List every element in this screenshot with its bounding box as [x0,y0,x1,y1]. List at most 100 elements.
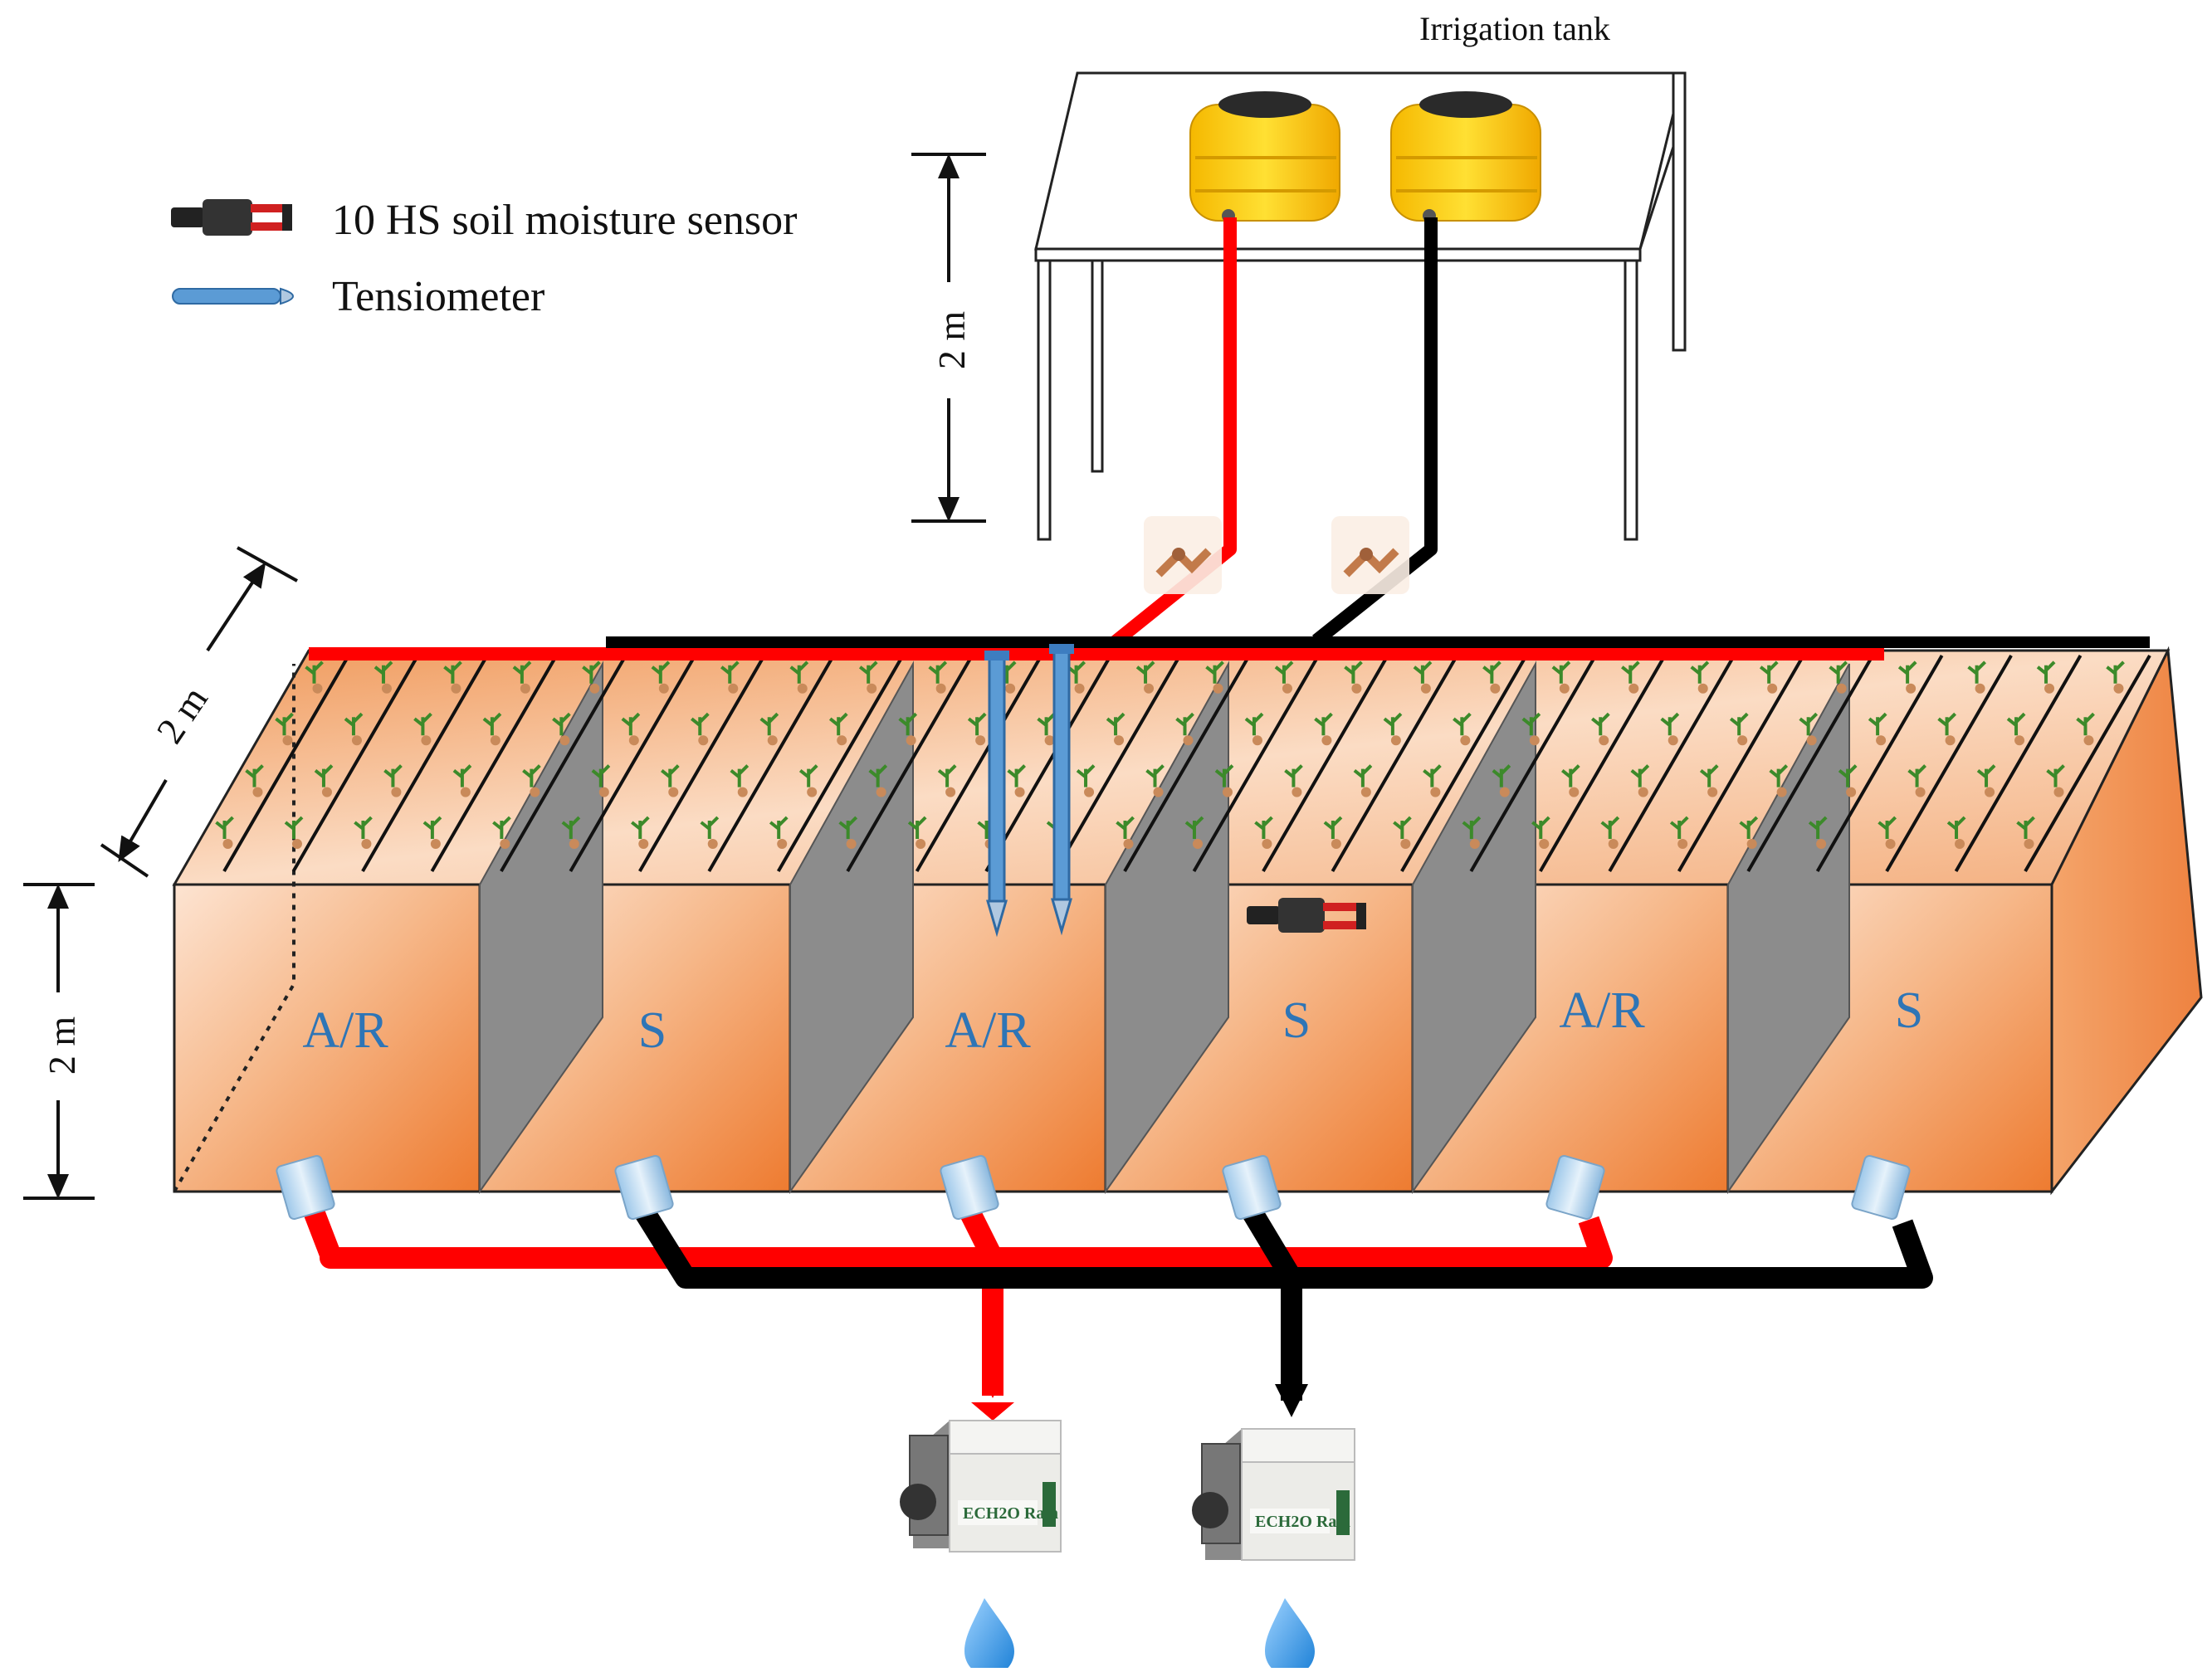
drip-line [500,655,627,872]
plant-icon [907,816,927,839]
soil-clump-icon [1192,839,1203,849]
plant-icon [374,661,393,684]
soil-clump-icon [569,839,579,849]
soil-clump-icon [1420,683,1431,694]
plant-icon [1878,816,1897,839]
drip-line [1400,655,1528,872]
soil-clump-icon [1499,787,1510,797]
soil-clump-icon [252,787,263,797]
plant-icon [720,661,740,684]
soil-clump-icon [1638,787,1648,797]
soil-clump-icon [867,683,877,694]
plant-icon [661,764,680,787]
drip-line [1123,655,1251,872]
plant-icon [1699,764,1719,787]
plant-icon [215,816,234,839]
plant-icon [512,661,532,684]
soil-clump-icon [1114,735,1125,746]
table-height-label: 2 m [930,311,973,370]
zone-labels: A/R S A/R S A/R S [302,982,1923,1059]
zone-label-5: A/R [1559,982,1645,1039]
irrigation-tank-title: Irrigation tank [1419,10,1610,47]
soil-clump-icon [1915,787,1926,797]
plant-icon [1423,764,1442,787]
drip-lines [222,655,2151,872]
soil-moisture-sensor-icon [1247,898,1366,933]
tensiometer-1 [984,651,1009,938]
plant-icon [591,764,611,787]
soil-clump-icon [906,735,916,746]
plant-icon [1076,764,1096,787]
valve-right [1331,516,1409,594]
plant-icon [1551,661,1571,684]
plant-icon [452,764,472,787]
zone-label-6: S [1895,982,1923,1039]
plant-icon [314,764,334,787]
soil-clump-icon [312,683,323,694]
soil-clump-icon [321,787,332,797]
soil-clump-icon [1331,839,1341,849]
soil-clump-icon [391,787,402,797]
soil-clump-icon [1252,735,1262,746]
soil-clump-icon [1469,839,1480,849]
drip-line [1885,655,2013,872]
plant-icon [492,816,511,839]
water-drop-left-icon [964,1598,1014,1672]
soil-clump-icon [1975,683,1985,694]
plant-icon [1868,712,1887,736]
tensiometer-2 [1049,644,1074,936]
plant-icon [552,712,571,736]
soil-clump-icon [1945,735,1956,746]
drip-line [1746,655,1874,872]
plant-icon [1630,764,1650,787]
plant-icon [413,712,432,736]
soil-clump-icon [876,787,886,797]
box-height-label: 2 m [41,1016,83,1075]
plant-icon [691,712,710,736]
plant-icon [868,764,888,787]
plant-icon [2076,712,2095,736]
plant-icon [1462,816,1482,839]
soil-clump-icon [975,735,986,746]
soil-clump-icon [1628,683,1639,694]
soil-clump-icon [2014,735,2025,746]
soil-clump-icon [559,735,570,746]
plant-icon [1600,816,1620,839]
drip-line [569,655,697,872]
soil-clump-icon [638,839,649,849]
soil-clump-icon [797,683,808,694]
box-width-label: 2 m [148,679,216,751]
plant-icon [2106,661,2125,684]
soil-clump-icon [2113,683,2124,694]
plant-icon [275,712,294,736]
collection-cups [276,1154,1911,1221]
soil-clump-icon [777,839,788,849]
plant-icon [1175,712,1194,736]
plant-icon [937,764,957,787]
plant-icon [1669,816,1689,839]
tensiometer-legend-icon [172,287,294,305]
soil-clump-icon [451,683,461,694]
drip-line [1331,655,1459,872]
soil-clump-icon [628,735,639,746]
plant-icon [858,661,878,684]
soil-clump-icon [1282,683,1292,694]
soil-clump-icon [1144,683,1155,694]
drip-line [1954,655,2083,872]
plant-icon [1214,764,1234,787]
plant-icon [730,764,750,787]
plant-icon [700,816,720,839]
zone-label-2: S [638,1002,667,1059]
drip-line [430,655,559,872]
plant-icon [1492,764,1511,787]
plant-icon [1274,661,1294,684]
drip-line [2024,655,2151,872]
soil-clump-icon [935,683,946,694]
soil-clump-icon [1876,735,1887,746]
drip-line [638,655,766,872]
plant-icon [1314,712,1333,736]
plant-icon [1413,661,1433,684]
soil-clump-icon [1608,839,1619,849]
drip-line [846,655,974,872]
